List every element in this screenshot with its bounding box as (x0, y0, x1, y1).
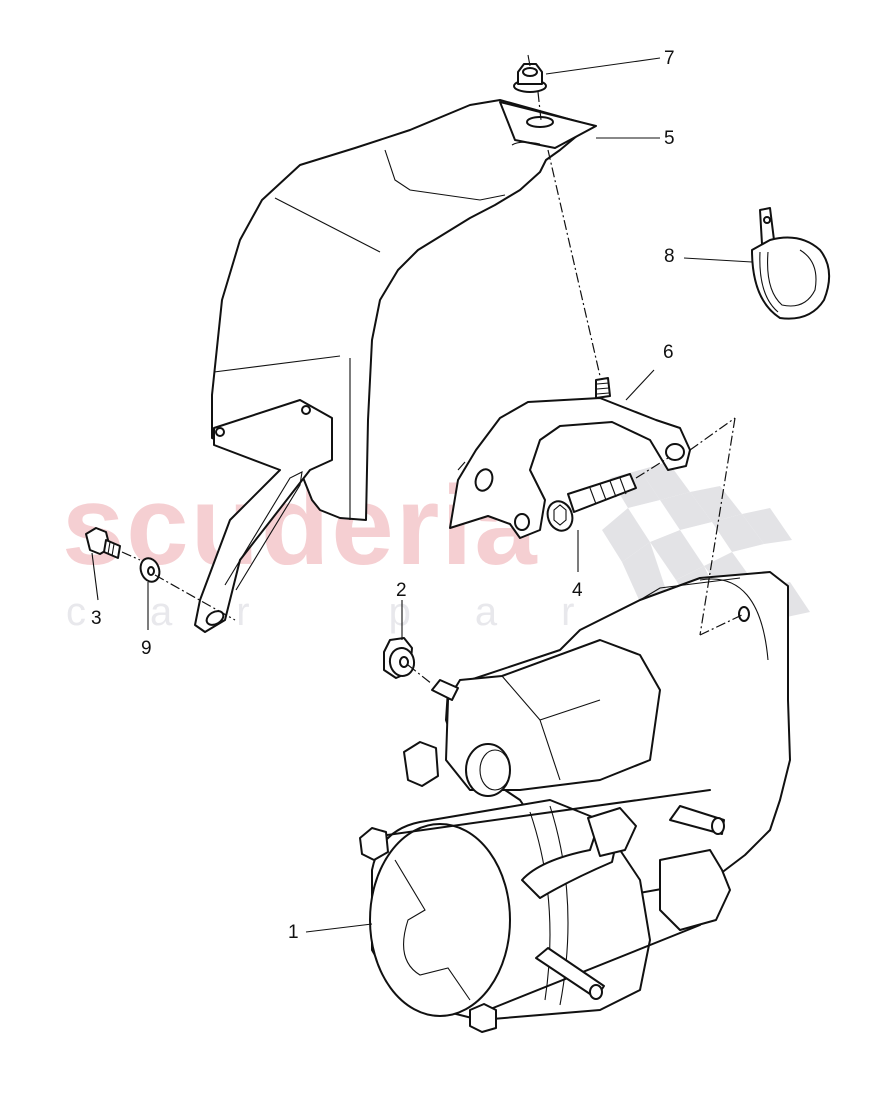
callout-5[interactable]: 5 (664, 128, 675, 149)
heat-shield[interactable] (194, 99, 597, 633)
callout-6[interactable]: 6 (663, 342, 674, 363)
flange-nut-2[interactable] (383, 637, 416, 679)
callout-9[interactable]: 9 (141, 638, 152, 659)
support-bracket[interactable] (449, 377, 691, 539)
cap-screw[interactable] (544, 473, 637, 534)
flange-nut-7[interactable] (513, 54, 547, 93)
callout-7[interactable]: 7 (664, 48, 675, 69)
washer[interactable] (137, 556, 162, 585)
callout-8[interactable]: 8 (664, 246, 675, 267)
callout-1[interactable]: 1 (288, 922, 299, 943)
callout-4[interactable]: 4 (572, 580, 583, 601)
hex-bolt[interactable] (85, 527, 121, 559)
callout-2[interactable]: 2 (396, 580, 407, 601)
starter-motor[interactable] (359, 571, 791, 1033)
p-clip[interactable] (751, 207, 831, 320)
callout-3[interactable]: 3 (91, 608, 102, 629)
leader-lines (91, 57, 753, 933)
